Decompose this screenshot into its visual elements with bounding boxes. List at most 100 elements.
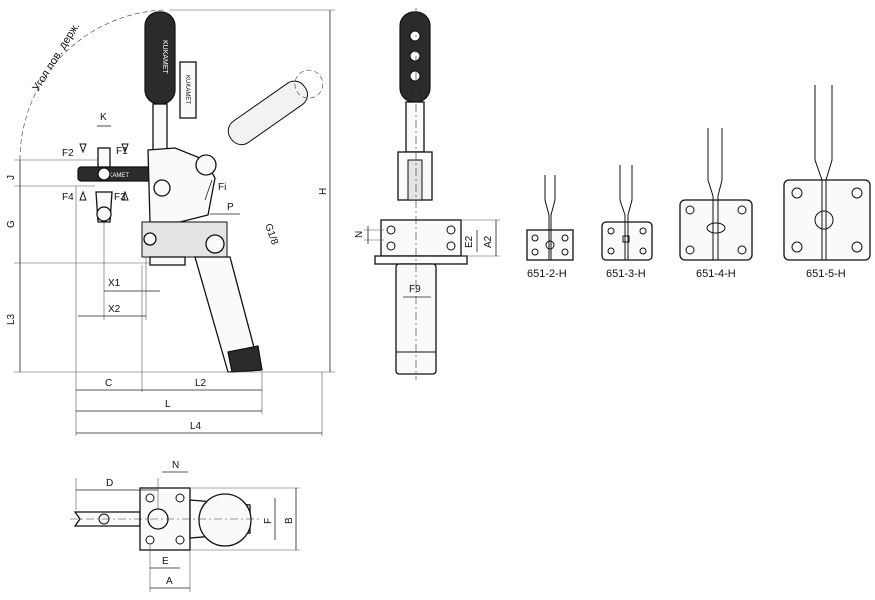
- handle-brand-text: KUKAMET: [161, 40, 168, 75]
- label-H: H: [318, 188, 329, 195]
- side-view: Угол пов. держ. KUKAMET KUKAMET KUKAMET: [6, 9, 335, 436]
- label-X1: X1: [108, 278, 121, 289]
- variant-2-center: [622, 235, 630, 243]
- handle-swing-arc: [19, 9, 166, 161]
- variant-3-plate: [679, 199, 753, 261]
- label-L4: L4: [190, 421, 202, 432]
- label-Fi: Fi: [218, 182, 226, 193]
- rotated-handle-grip: [227, 80, 309, 146]
- variant-4-center: [814, 210, 834, 230]
- grip-hole-1: [409, 30, 421, 42]
- variant-651-3-h: 651-3-H: [601, 165, 653, 280]
- front-handle-rod: [405, 101, 425, 153]
- label-G: G: [6, 220, 17, 228]
- front-base: [374, 255, 468, 265]
- variant-3-hole: [737, 245, 747, 255]
- variant-651-4-h: 651-4-H: [679, 128, 753, 280]
- variant-4-hole: [851, 187, 863, 199]
- label-X2: X2: [108, 304, 121, 315]
- label-F-top: F: [263, 518, 274, 524]
- front-bolt-3: [386, 241, 396, 251]
- variant-651-5-h: 651-5-H: [783, 85, 871, 280]
- label-A2: A2: [483, 235, 494, 248]
- label-P: P: [227, 202, 234, 213]
- variant-4-hole: [791, 241, 803, 253]
- label-D: D: [106, 478, 113, 489]
- label-B: B: [284, 517, 295, 524]
- variant-4-plate: [783, 179, 871, 261]
- variant-1-hole: [561, 248, 569, 256]
- variant-2-plate: [601, 221, 653, 261]
- variant-4-hole: [791, 187, 803, 199]
- base-pivot-left: [143, 232, 157, 246]
- label-G18: G1/8: [262, 222, 280, 247]
- variant-label-1: 651-2-H: [527, 268, 567, 280]
- label-F1: F1: [116, 146, 128, 157]
- label-A: A: [166, 576, 173, 587]
- arrow-F4: [79, 190, 87, 201]
- variant-3-center: [706, 222, 726, 234]
- variant-2-fork: [619, 165, 633, 260]
- label-C: C: [105, 378, 112, 389]
- label-F3: F3: [114, 192, 126, 203]
- label-F9: F9: [409, 284, 421, 295]
- pivot-circle: [195, 154, 217, 176]
- tag-brand-text: KUKAMET: [184, 75, 190, 104]
- front-bolt-1: [386, 225, 396, 235]
- grip-hole-3: [409, 70, 421, 82]
- arrow-F1: [121, 143, 129, 154]
- vertical-handle-tag: [179, 61, 197, 119]
- variant-2-hole: [639, 247, 647, 255]
- base-foot: [149, 256, 186, 266]
- label-L: L: [165, 399, 171, 410]
- variant-1-center: [545, 240, 555, 250]
- base-pivot: [205, 234, 225, 254]
- label-J: J: [6, 175, 17, 180]
- label-L3: L3: [6, 313, 17, 325]
- front-spindle: [407, 159, 423, 201]
- variant-1-hole: [561, 234, 569, 242]
- front-body: [380, 219, 462, 257]
- variant-4-hole: [851, 241, 863, 253]
- variant-label-4: 651-5-H: [806, 268, 846, 280]
- top-view: D N F B E A: [70, 460, 300, 592]
- arrow-Fi: [204, 179, 213, 201]
- top-bolt-1: [145, 493, 155, 503]
- arrow-F3: [121, 190, 129, 201]
- arrow-F2: [79, 143, 87, 154]
- variant-3-fork: [707, 128, 723, 260]
- variant-1-plate: [526, 229, 574, 261]
- top-bolt-3: [145, 535, 155, 545]
- spindle-upper: [97, 147, 111, 168]
- variant-3-hole: [737, 205, 747, 215]
- front-bolt-4: [446, 241, 456, 251]
- label-E2: E2: [464, 235, 475, 248]
- spindle-nut: [97, 167, 111, 181]
- front-bolt-2: [446, 225, 456, 235]
- variant-1-hole: [531, 248, 539, 256]
- variant-4-fork: [814, 85, 833, 260]
- arm-brand-text: KUKAMET: [100, 173, 129, 179]
- variant-1-hole: [531, 234, 539, 242]
- label-N-top: N: [172, 460, 179, 471]
- grip-hole-2: [409, 50, 421, 62]
- label-E: E: [162, 556, 169, 567]
- variant-3-hole: [685, 245, 695, 255]
- body-pivot: [153, 179, 171, 197]
- variant-label-2: 651-3-H: [606, 268, 646, 280]
- spindle-pad-tip: [96, 206, 112, 222]
- label-F2: F2: [62, 148, 74, 159]
- top-bolt-4: [175, 535, 185, 545]
- variant-2-hole: [607, 247, 615, 255]
- variant-3-hole: [685, 205, 695, 215]
- front-view: N E2 A2 F9: [354, 8, 500, 380]
- label-K: K: [100, 112, 107, 123]
- label-F4: F4: [62, 192, 74, 203]
- label-L2: L2: [195, 378, 207, 389]
- cylinder-end-cap: [227, 345, 263, 373]
- variant-651-2-h: 651-2-H: [526, 175, 574, 280]
- vertical-handle-grip: [144, 11, 176, 105]
- top-bolt-2: [175, 493, 185, 503]
- label-N: N: [354, 231, 365, 238]
